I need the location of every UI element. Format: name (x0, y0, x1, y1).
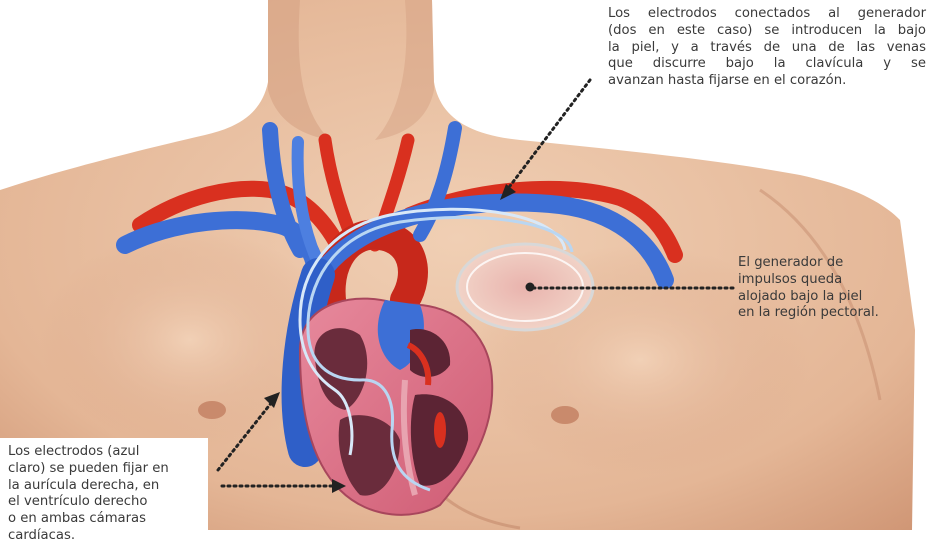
annotation-line: Los electrodos conectados al generador (608, 6, 926, 23)
left-nipple (198, 401, 226, 419)
annotation-generator: El generador de impulsos queda alojado b… (738, 255, 924, 322)
annotation-line: (dos en este caso) se introducen la bajo (608, 23, 926, 40)
annotation-line: impulsos queda (738, 272, 924, 289)
annotation-line: la piel, y a través de una de las venas (608, 40, 926, 57)
annotation-line: la aurícula derecha, en (8, 478, 208, 495)
annotation-electrode-placement: Los electrodos (azul claro) se pueden fi… (0, 438, 208, 559)
annotation-line: en la región pectoral. (738, 305, 924, 322)
annotation-line: el ventrículo derecho (8, 494, 208, 511)
pointer-dot (526, 283, 535, 292)
annotation-line: claro) se pueden fijar en (8, 461, 208, 478)
annotation-line: alojado bajo la piel (738, 289, 924, 306)
annotation-electrodes-path: Los electrodos conectados al generador (… (608, 6, 926, 90)
annotation-line: que discurre bajo la clavícula y se (608, 56, 926, 73)
annotation-line: o en ambas cámaras (8, 511, 208, 528)
annotation-line: cardíacas. (8, 528, 208, 545)
valve-detail (434, 412, 446, 448)
pacemaker-generator (457, 244, 593, 330)
annotation-line: Los electrodos (azul (8, 444, 208, 461)
right-nipple (551, 406, 579, 424)
annotation-line: El generador de (738, 255, 924, 272)
annotation-line: avanzan hasta fijarse en el corazón. (608, 73, 926, 90)
